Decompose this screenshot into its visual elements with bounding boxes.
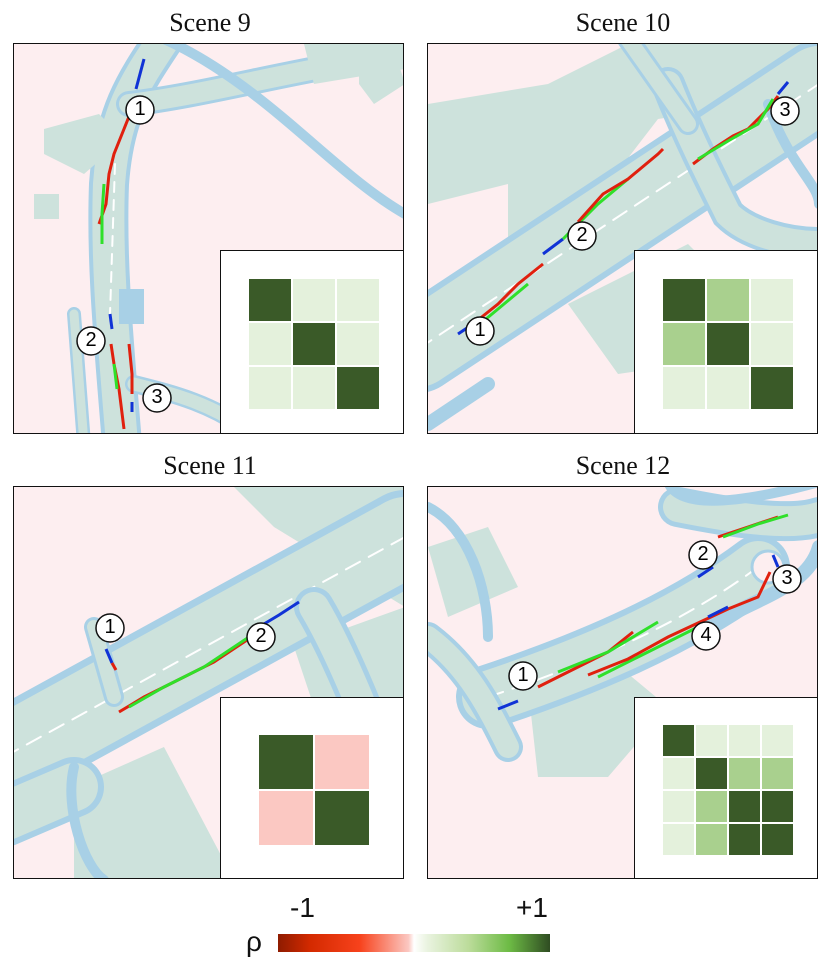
- matrix-cell: [661, 756, 696, 791]
- scene-9-panel: 1 2 3: [13, 43, 404, 434]
- matrix-cell: [749, 365, 795, 411]
- matrix-cell: [694, 756, 729, 791]
- scene-9-map: [34, 44, 403, 433]
- scene-12-markers: [508, 540, 802, 691]
- marker-label: 2: [85, 329, 97, 351]
- matrix-cell: [257, 733, 315, 791]
- scene-9-correlation-inset: [220, 250, 403, 433]
- matrix-cell: [749, 277, 795, 323]
- matrix-cell: [247, 365, 293, 411]
- matrix-cell: [291, 277, 337, 323]
- matrix-cell: [335, 365, 381, 411]
- matrix-cell: [247, 277, 293, 323]
- matrix-cell: [760, 822, 795, 857]
- matrix-cell: [661, 321, 707, 367]
- marker-label: 3: [151, 386, 163, 408]
- colorbar-max-label: +1: [516, 892, 548, 923]
- matrix-cell: [727, 756, 762, 791]
- matrix-cell: [727, 789, 762, 824]
- marker-label: 2: [255, 625, 267, 647]
- scene-title-11: Scene 11: [163, 451, 257, 480]
- scene-12-panel: 1 2 3 4: [427, 486, 818, 879]
- matrix-cell: [335, 321, 381, 367]
- matrix-cell: [313, 789, 371, 847]
- scene-11-panel: 1 2: [13, 486, 404, 879]
- matrix-cell: [661, 723, 696, 758]
- matrix-cell: [291, 365, 337, 411]
- marker-1: [125, 95, 155, 125]
- matrix-cell: [705, 321, 751, 367]
- scene-10-panel: 1 2 3: [427, 43, 818, 434]
- matrix-cell: [760, 723, 795, 758]
- marker-label: 4: [700, 624, 712, 646]
- scene-9-markers: [76, 95, 172, 413]
- scene-title-12: Scene 12: [575, 451, 671, 480]
- matrix-cell: [247, 321, 293, 367]
- matrix-cell: [705, 365, 751, 411]
- matrix-cell: [694, 789, 729, 824]
- matrix-cell: [760, 756, 795, 791]
- marker-label: 2: [576, 224, 588, 246]
- matrix-cell: [661, 822, 696, 857]
- marker-label: 3: [779, 99, 791, 121]
- matrix-cell: [694, 723, 729, 758]
- scene-10-correlation-inset: [634, 250, 817, 433]
- scene-11-markers: [95, 613, 276, 652]
- scene-11-matrix: [257, 733, 371, 847]
- scene-12-correlation-inset: [634, 697, 817, 878]
- marker-label: 1: [104, 616, 116, 638]
- matrix-cell: [727, 822, 762, 857]
- matrix-cell: [760, 789, 795, 824]
- scene-title-10: Scene 10: [575, 8, 671, 37]
- matrix-cell: [313, 733, 371, 791]
- matrix-cell: [727, 723, 762, 758]
- matrix-cell: [749, 321, 795, 367]
- colorbar-symbol: ρ: [246, 926, 262, 957]
- matrix-cell: [661, 365, 707, 411]
- scene-9-matrix: [247, 277, 381, 411]
- marker-label: 2: [697, 543, 709, 565]
- marker-label: 1: [474, 319, 486, 341]
- scene-12-matrix: [661, 723, 795, 857]
- scene-10-matrix: [661, 277, 795, 411]
- matrix-cell: [661, 789, 696, 824]
- matrix-cell: [335, 277, 381, 323]
- marker-label: 3: [781, 567, 793, 589]
- marker-2: [76, 326, 106, 356]
- marker-3: [142, 383, 172, 413]
- marker-label: 1: [517, 664, 529, 686]
- scene-10-markers: [465, 96, 800, 346]
- matrix-cell: [705, 277, 751, 323]
- colorbar: [278, 934, 550, 952]
- matrix-cell: [291, 321, 337, 367]
- matrix-cell: [257, 789, 315, 847]
- matrix-cell: [661, 277, 707, 323]
- colorbar-min-label: -1: [290, 892, 315, 923]
- matrix-cell: [694, 822, 729, 857]
- marker-label: 1: [134, 98, 146, 120]
- scene-11-correlation-inset: [220, 697, 403, 878]
- scene-title-9: Scene 9: [169, 8, 251, 37]
